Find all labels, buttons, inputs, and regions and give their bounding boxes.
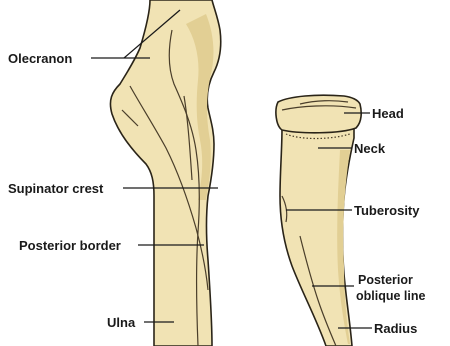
label-neck: Neck xyxy=(354,141,386,156)
radius-bone xyxy=(276,95,361,346)
label-tuberosity: Tuberosity xyxy=(354,203,420,218)
ulna-bone xyxy=(110,0,220,346)
label-posterior-border: Posterior border xyxy=(19,238,121,253)
label-olecranon: Olecranon xyxy=(8,51,72,66)
labels: Olecranon Supinator crest Posterior bord… xyxy=(8,51,425,336)
label-radius: Radius xyxy=(374,321,417,336)
label-posterior-oblique-line-1: Posterior xyxy=(358,273,413,287)
label-ulna: Ulna xyxy=(107,315,136,330)
label-head: Head xyxy=(372,106,404,121)
label-supinator-crest: Supinator crest xyxy=(8,181,104,196)
label-posterior-oblique-line-2: oblique line xyxy=(356,289,425,303)
